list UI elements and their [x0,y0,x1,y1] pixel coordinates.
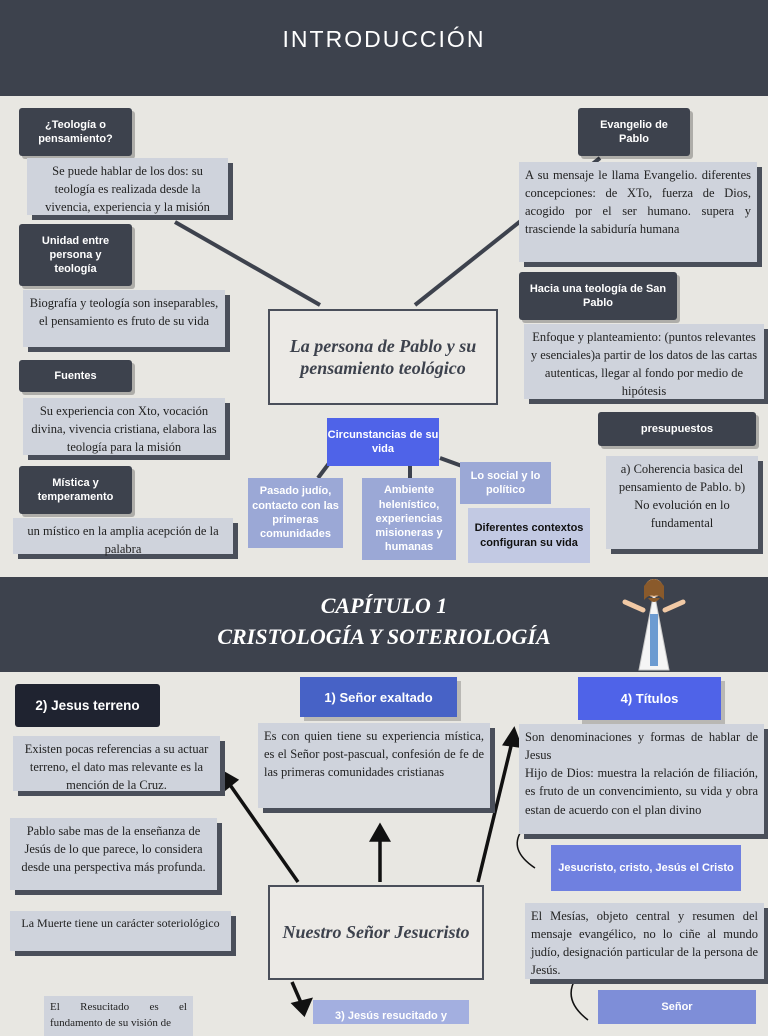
chapter-title: CRISTOLOGÍA Y SOTERIOLOGÍA [217,624,551,649]
jesus-terreno-text-1: Existen pocas referencias a su actuar te… [13,736,220,792]
center-topic-pablo: La persona de Pablo y su pensamiento teo… [268,309,498,405]
senor-exaltado-text: Es con quien tiene su experiencia místic… [258,723,490,808]
jesus-figure-icon [622,579,686,671]
circunstancias-label: Circunstancias de su vida [327,418,439,466]
unidad-text: Biografía y teología son inseparables, e… [23,290,225,347]
diferentes-contextos-box: Diferentes contextos configuran su vida [468,508,590,563]
jesus-resucitado-label: 3) Jesús resucitado y [313,1000,469,1024]
presupuestos-label: presupuestos [598,412,756,446]
unidad-label: Unidad entre persona y teología [19,224,132,286]
pasado-judio-box: Pasado judío, contacto con las primeras … [248,478,343,548]
presupuestos-text: a) Coherencia basica del pensamiento de … [606,456,758,549]
hacia-text: Enfoque y planteamiento: (puntos relevan… [524,324,764,399]
social-politico-box: Lo social y lo político [460,462,551,504]
senor-exaltado-label: 1) Señor exaltado [300,677,457,717]
jesus-terreno-label: 2) Jesus terreno [15,684,160,727]
jesucristo-label: Jesucristo, cristo, Jesús el Cristo [551,845,741,891]
ambiente-helenistico-box: Ambiente helenístico, experiencias misio… [362,478,456,560]
intro-title: INTRODUCCIÓN [282,26,486,52]
intro-header-band [0,0,768,96]
mesias-text: El Mesías, objeto central y resumen del … [525,903,764,979]
hacia-label: Hacia una teología de San Pablo [519,272,677,320]
fuentes-text: Su experiencia con Xto, vocación divina,… [23,398,225,455]
mistica-text: un místico en la amplia acepción de la p… [13,518,233,556]
teologia-pensamiento-text: Se puede hablar de los dos: su teología … [27,158,228,215]
titulos-text: Son denominaciones y formas de hablar de… [519,724,764,834]
teologia-pensamiento-label: ¿Teología o pensamiento? [19,108,132,156]
center-topic-jesucristo: Nuestro Señor Jesucristo [268,885,484,980]
evangelio-label: Evangelio de Pablo [578,108,690,156]
senor-label: Señor [598,990,756,1024]
titulos-label: 4) Títulos [578,677,721,720]
fuentes-label: Fuentes [19,360,132,392]
mistica-label: Mística y temperamento [19,466,132,514]
chapter-band [0,577,768,672]
jesus-terreno-text-2: Pablo sabe mas de la enseñanza de Jesús … [10,818,217,890]
evangelio-text: A su mensaje le llama Evangelio. diferen… [519,162,757,262]
chapter-number: CAPÍTULO 1 [320,593,448,618]
jesus-terreno-text-4: El Resucitado es el fundamento de su vis… [44,996,193,1036]
jesus-terreno-text-3: La Muerte tiene un carácter soteriológic… [10,911,231,951]
